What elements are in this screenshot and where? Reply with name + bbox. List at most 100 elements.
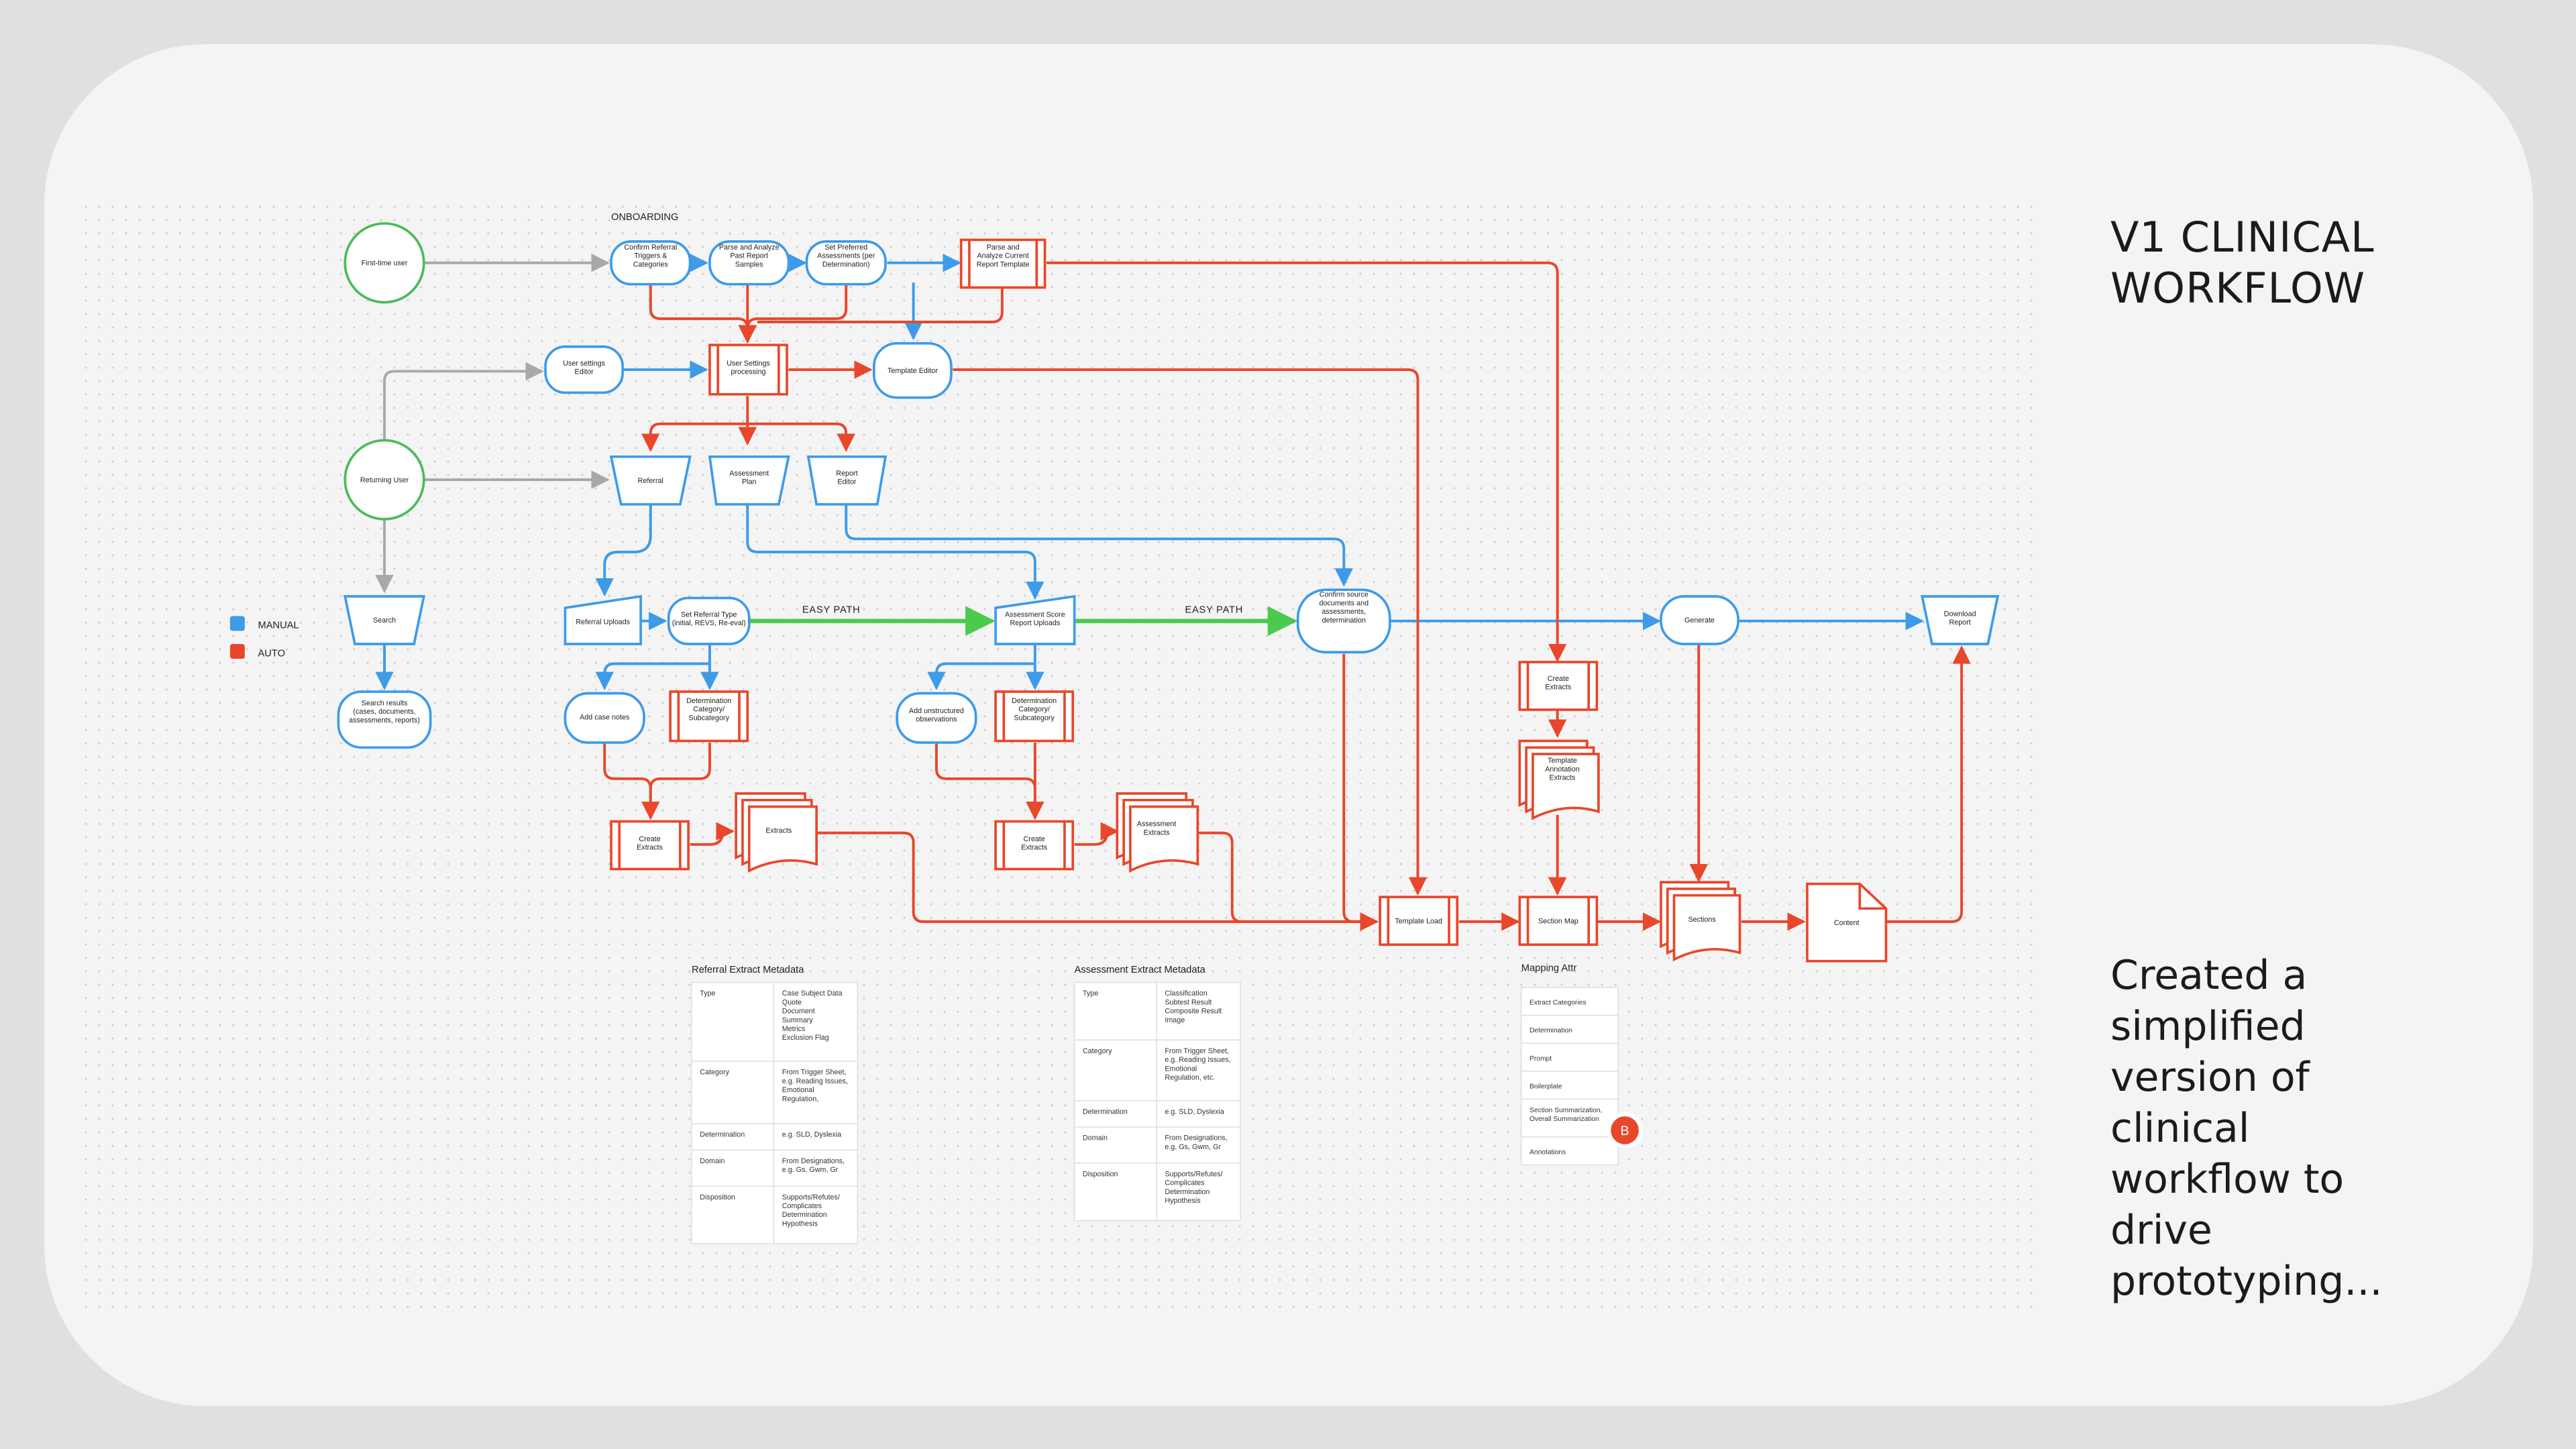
template-editor-label: Template Editor xyxy=(888,367,938,375)
label-line: determination xyxy=(1322,616,1366,625)
caption-line: prototyping... xyxy=(2110,1258,2383,1305)
set-referral-type-node[interactable] xyxy=(667,596,751,645)
label-line: Extracts xyxy=(1021,844,1047,852)
assessment-score-node[interactable] xyxy=(994,594,1076,645)
table-key: Category xyxy=(1083,1047,1112,1055)
generate-node[interactable] xyxy=(1660,595,1739,645)
label-line: Template xyxy=(1548,757,1577,765)
table-value: Boilerplate xyxy=(1529,1083,1562,1090)
referral-node[interactable] xyxy=(609,455,692,506)
report-editor-node[interactable] xyxy=(806,455,888,506)
label-line: Extracts xyxy=(1545,684,1571,692)
table-key: Category xyxy=(700,1069,729,1077)
label-line: Set Referral Type xyxy=(681,611,737,619)
connector xyxy=(953,368,1428,896)
label-line: Editor xyxy=(575,368,594,376)
table-value: From Trigger Sheet, xyxy=(782,1069,847,1077)
label-line: Category/ xyxy=(1018,706,1050,714)
connector xyxy=(649,742,711,789)
create-extracts-1-node[interactable] xyxy=(610,820,690,871)
label-line: Editor xyxy=(837,478,857,486)
table-value: Supports/Refutes/ xyxy=(782,1193,840,1201)
returning-user-node[interactable] xyxy=(343,439,425,521)
determination-1-node[interactable] xyxy=(669,690,749,743)
content-node[interactable] xyxy=(1806,882,1888,963)
search-node[interactable] xyxy=(343,595,426,645)
user-settings-editor-node[interactable] xyxy=(544,345,625,394)
table-value: Hypothesis xyxy=(1165,1197,1200,1205)
workflow-diagram: First-time user Returning User Template … xyxy=(85,205,2043,1319)
search-results-node[interactable] xyxy=(337,690,432,749)
referral-uploads-node[interactable] xyxy=(564,594,642,645)
label-line: User settings xyxy=(563,360,605,368)
table-title: Referral Extract Metadata xyxy=(692,965,804,975)
label-line: Assessment xyxy=(729,470,769,478)
template-load-node[interactable] xyxy=(1379,896,1459,947)
table-value: Image xyxy=(1165,1016,1185,1024)
section-map-label: Section Map xyxy=(1538,917,1578,925)
avatar[interactable]: B xyxy=(1607,1112,1643,1148)
template-editor-node[interactable] xyxy=(873,342,953,399)
caption-line: Created a xyxy=(2110,952,2308,999)
label-line: processing xyxy=(731,368,765,376)
table-key: Disposition xyxy=(1083,1170,1118,1178)
table-key: Domain xyxy=(700,1157,724,1165)
table-value: e.g. Gs, Gwm, Gr xyxy=(1165,1143,1221,1151)
connector xyxy=(746,504,1044,600)
connector xyxy=(595,504,652,597)
confirm-source-node[interactable] xyxy=(1296,588,1391,654)
label-line: Create xyxy=(1548,675,1569,683)
extracts-node[interactable] xyxy=(735,792,818,873)
caption-line: workflow to xyxy=(2110,1156,2345,1203)
table-key: Determination xyxy=(700,1131,745,1139)
sections-node[interactable] xyxy=(1660,881,1741,962)
label-line: Confirm Referral xyxy=(624,244,677,252)
table-value: Regulation, etc. xyxy=(1165,1073,1215,1081)
label-line: Assessment xyxy=(1137,820,1177,828)
label-line: Past Report xyxy=(730,252,768,260)
assessment-extracts-node[interactable] xyxy=(1116,792,1199,873)
table-value: Summary xyxy=(782,1016,814,1024)
download-report-node[interactable] xyxy=(1921,595,2000,645)
label-line: Assessment Score xyxy=(1005,611,1065,619)
create-extracts-2-node[interactable] xyxy=(994,820,1075,871)
first-time-user-node[interactable] xyxy=(343,222,425,304)
legend-manual-swatch xyxy=(229,616,245,631)
add-unstructured-node[interactable] xyxy=(896,692,977,744)
connector xyxy=(816,831,1379,931)
table-row: Section Summarization,Overall Summarizat… xyxy=(1521,1098,1619,1123)
parse-current-node[interactable] xyxy=(959,238,1046,289)
confirm-referral-node[interactable] xyxy=(610,240,692,286)
label-line: Report xyxy=(1949,619,1970,627)
user-settings-processing-node[interactable] xyxy=(708,343,788,396)
table-key: Type xyxy=(700,989,715,998)
table-value: Subtest Result xyxy=(1165,998,1212,1006)
connector xyxy=(1074,822,1120,846)
label-line: Determination xyxy=(686,697,731,705)
connector xyxy=(845,504,1353,587)
section-map-node[interactable] xyxy=(1518,896,1599,947)
search-label: Search xyxy=(373,616,396,625)
label-line: Extracts xyxy=(1144,828,1170,837)
create-extracts-3-node[interactable] xyxy=(1518,661,1599,711)
assessment-plan-node[interactable] xyxy=(708,455,790,506)
set-preferred-node[interactable] xyxy=(805,240,887,286)
legend-manual-label: MANUAL xyxy=(258,621,299,631)
slide-card: First-time user Returning User Template … xyxy=(44,44,2533,1406)
add-case-notes-node[interactable] xyxy=(564,692,645,744)
label-line: User Settings xyxy=(727,360,770,368)
template-annotation-node[interactable] xyxy=(1518,739,1600,820)
determination-2-node[interactable] xyxy=(994,690,1075,743)
table-value: e.g. Reading Issues, xyxy=(1165,1056,1230,1064)
table-value: Determination xyxy=(1165,1188,1210,1196)
parse-past-node[interactable] xyxy=(708,240,790,286)
